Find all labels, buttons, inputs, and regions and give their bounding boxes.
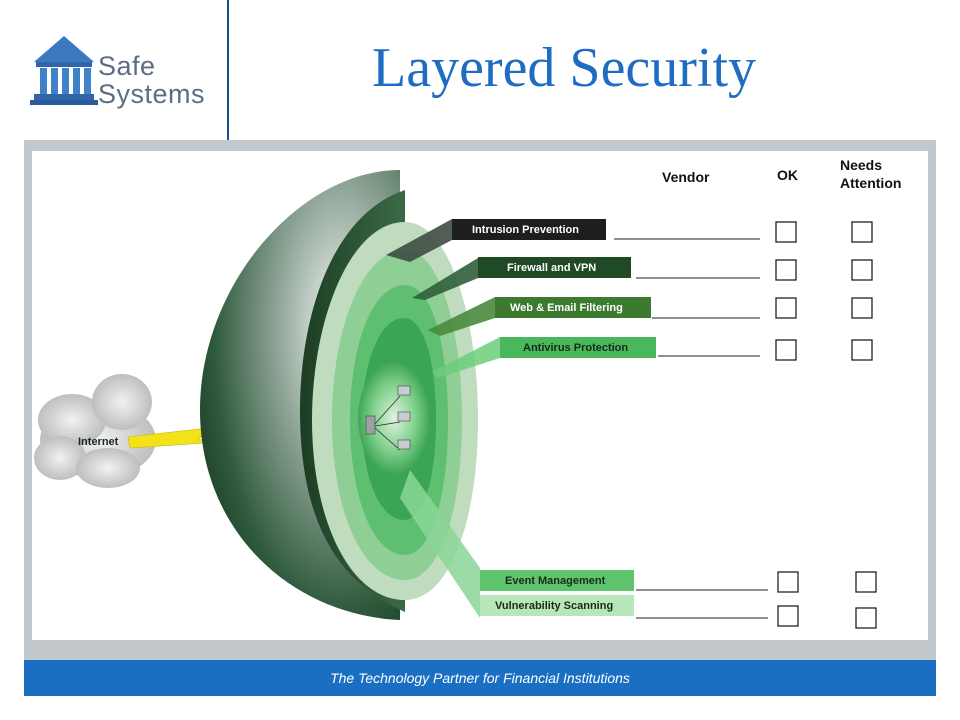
wedge-antivirus xyxy=(432,337,500,378)
checkbox-attention-antivirus[interactable] xyxy=(851,339,873,361)
header-divider xyxy=(227,0,229,140)
brand-line-2: Systems xyxy=(98,79,206,109)
layer-label-vuln: Vulnerability Scanning xyxy=(495,600,613,612)
checkbox-ok-web[interactable] xyxy=(775,297,797,319)
checkbox-ok-vuln[interactable] xyxy=(777,605,799,627)
checkbox-attention-firewall[interactable] xyxy=(851,259,873,281)
layer-label-antivirus: Antivirus Protection xyxy=(523,342,628,354)
wedge-web xyxy=(428,297,495,336)
wedge-firewall xyxy=(412,258,478,300)
checkbox-ok-intrusion[interactable] xyxy=(775,221,797,243)
label-bar-intrusion xyxy=(452,219,606,240)
security-sphere xyxy=(200,170,478,620)
column-header-ok: OK xyxy=(777,167,798,183)
server-icon xyxy=(365,415,376,435)
checkbox-ok-event[interactable] xyxy=(777,571,799,593)
checkbox-attention-web[interactable] xyxy=(851,297,873,319)
bank-building-icon xyxy=(30,36,98,105)
cloud-label: Internet xyxy=(78,436,119,448)
checkbox-attention-event[interactable] xyxy=(855,571,877,593)
workstation-icon xyxy=(397,385,411,450)
checkbox-attention-intrusion[interactable] xyxy=(851,221,873,243)
layer-label-intrusion: Intrusion Prevention xyxy=(472,224,579,236)
layer-label-event: Event Management xyxy=(505,575,606,587)
brand-line-1: Safe xyxy=(98,51,156,81)
label-bar-web xyxy=(495,297,651,318)
label-bar-firewall xyxy=(478,257,631,278)
checkbox-ok-firewall[interactable] xyxy=(775,259,797,281)
wedge-lower xyxy=(400,470,480,618)
layer-label-web: Web & Email Filtering xyxy=(510,302,623,314)
label-bar-event xyxy=(480,570,634,591)
checkbox-ok-antivirus[interactable] xyxy=(775,339,797,361)
column-header-attention: Attention xyxy=(840,175,901,191)
brand-wordmark: Safe Systems xyxy=(98,52,205,108)
vendor-lines xyxy=(614,238,768,619)
checkbox-attention-vuln[interactable] xyxy=(855,607,877,629)
label-bar-vuln xyxy=(480,595,634,616)
page-title: Layered Security xyxy=(372,37,757,99)
cloud-icon xyxy=(34,374,156,488)
column-header-vendor: Vendor xyxy=(662,169,710,185)
wedge-intrusion xyxy=(386,219,452,262)
layer-label-firewall: Firewall and VPN xyxy=(507,262,596,274)
column-header-needs: Needs xyxy=(840,157,882,173)
footer-tagline: The Technology Partner for Financial Ins… xyxy=(24,660,936,696)
label-bar-antivirus xyxy=(500,337,656,358)
